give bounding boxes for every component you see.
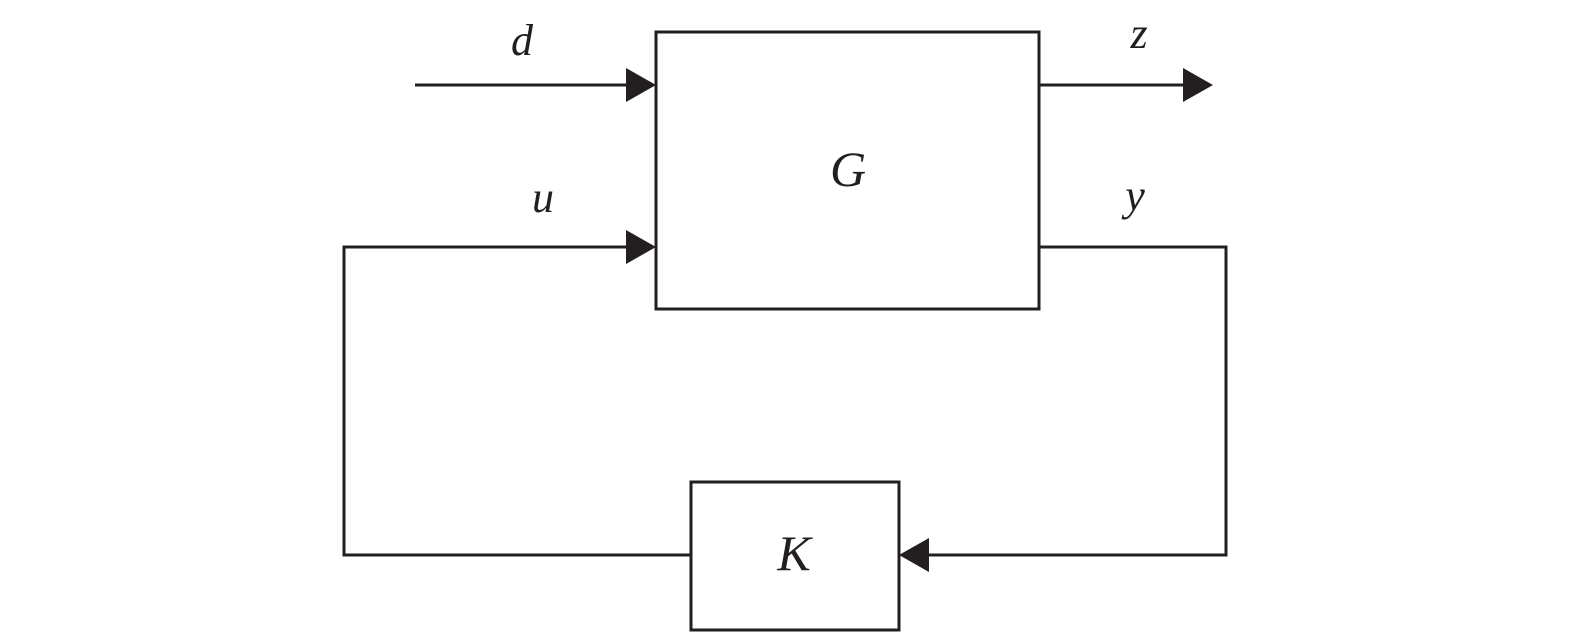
block-k: K [689,480,901,632]
arrowhead-right-icon [1183,68,1213,102]
signal-y: y [899,171,1228,572]
signal-u-label: u [532,173,554,222]
block-g: G [654,30,1041,311]
block-k-box [689,480,901,632]
signal-d-label: d [511,16,534,65]
signal-y-line [927,245,1228,557]
arrowhead-left-icon [899,538,929,572]
arrowhead-right-icon [626,230,656,264]
signal-u-line [342,245,691,557]
block-g-label: G [830,141,866,197]
block-g-box [654,30,1041,311]
signal-z: z [1039,9,1213,102]
signal-y-label: y [1121,171,1145,220]
signal-z-label: z [1129,9,1147,58]
signal-u: u [342,173,691,557]
arrowhead-right-icon [626,68,656,102]
signal-d: d [415,16,656,102]
block-k-label: K [776,525,813,581]
